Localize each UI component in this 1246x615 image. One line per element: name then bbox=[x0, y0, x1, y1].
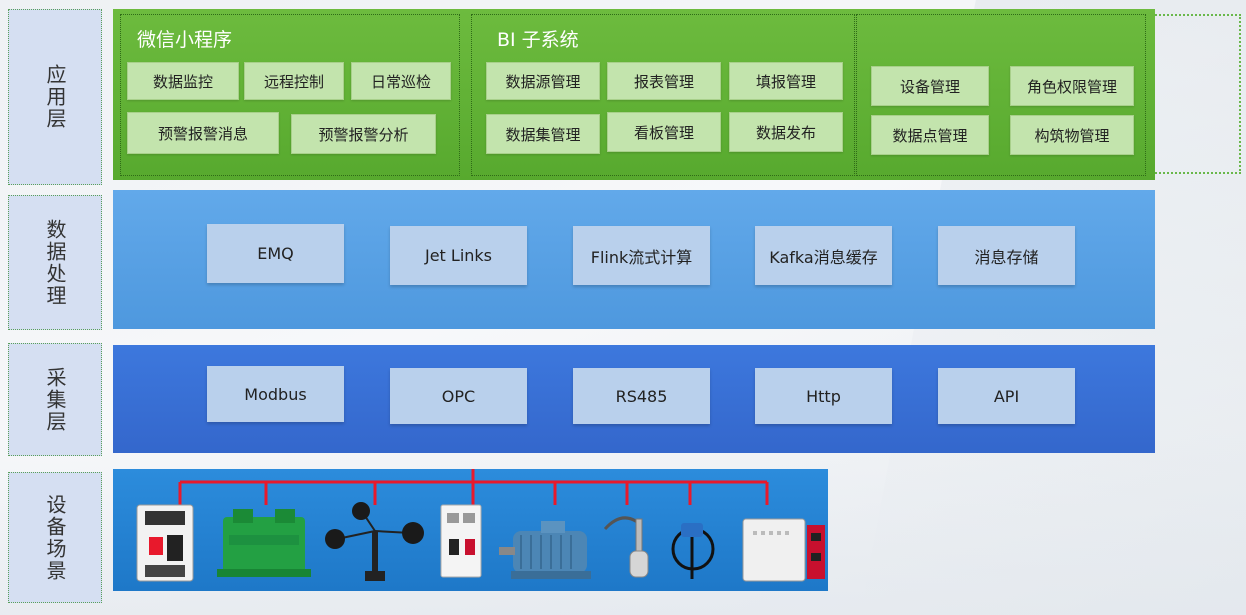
admin-item-datapoint: 数据点管理 bbox=[871, 115, 989, 155]
app-layer-dotted-extension bbox=[1155, 14, 1241, 174]
data-item-storage: 消息存储 bbox=[938, 226, 1075, 285]
app-item-alarm-analysis: 预警报警分析 bbox=[291, 114, 436, 154]
green-transmitter-icon bbox=[217, 509, 311, 577]
bi-item-datasource: 数据源管理 bbox=[486, 62, 600, 100]
motor-icon bbox=[499, 521, 591, 579]
app-item-daily-inspection: 日常巡检 bbox=[351, 62, 451, 100]
app-item-alarm-message: 预警报警消息 bbox=[127, 112, 279, 154]
layer-label-device: 设备场景 bbox=[8, 472, 102, 603]
app-layer-panel: 微信小程序 数据监控 远程控制 日常巡检 预警报警消息 预警报警分析 BI 子系… bbox=[113, 9, 1155, 180]
collect-layer-panel: Modbus OPC RS485 Http API bbox=[113, 345, 1155, 453]
app-item-data-monitor: 数据监控 bbox=[127, 62, 239, 100]
data-item-kafka: Kafka消息缓存 bbox=[755, 226, 892, 285]
float-switch-icon bbox=[603, 516, 649, 578]
layer-label-app: 应用层 bbox=[8, 9, 102, 185]
admin-group bbox=[856, 14, 1146, 176]
collect-item-api: API bbox=[938, 368, 1075, 424]
red-bus-lines bbox=[178, 469, 769, 505]
dc-breaker-icon bbox=[440, 504, 482, 578]
layer-label-data-text: 数据处理 bbox=[43, 218, 67, 307]
bi-group bbox=[471, 14, 855, 176]
bi-item-dashboard: 看板管理 bbox=[607, 112, 721, 152]
bi-item-dataset: 数据集管理 bbox=[486, 114, 600, 154]
wireless-gateway-icon bbox=[742, 518, 825, 582]
layer-label-app-text: 应用层 bbox=[43, 64, 67, 130]
admin-item-structure: 构筑物管理 bbox=[1010, 115, 1134, 155]
collect-item-rs485: RS485 bbox=[573, 368, 710, 424]
miniprogram-group bbox=[120, 14, 460, 176]
bi-item-fill: 填报管理 bbox=[729, 62, 843, 100]
layer-label-collect: 采集层 bbox=[8, 343, 102, 456]
collect-item-opc: OPC bbox=[390, 368, 527, 424]
bi-title: BI 子系统 bbox=[497, 29, 579, 51]
device-layer-panel bbox=[113, 469, 828, 591]
layer-label-collect-text: 采集层 bbox=[43, 366, 67, 433]
admin-item-device: 设备管理 bbox=[871, 66, 989, 106]
collect-item-modbus: Modbus bbox=[207, 366, 344, 422]
layer-label-data: 数据处理 bbox=[8, 195, 102, 330]
data-layer-panel: EMQ Jet Links Flink流式计算 Kafka消息缓存 消息存储 bbox=[113, 190, 1155, 329]
water-level-sensor-icon bbox=[671, 523, 715, 579]
data-item-emq: EMQ bbox=[207, 224, 344, 283]
data-item-flink: Flink流式计算 bbox=[573, 226, 710, 285]
admin-item-role: 角色权限管理 bbox=[1010, 66, 1134, 106]
data-item-jetlinks: Jet Links bbox=[390, 226, 527, 285]
miniprogram-title: 微信小程序 bbox=[137, 29, 233, 51]
anemometer-icon bbox=[325, 502, 424, 581]
circuit-breaker-icon bbox=[136, 504, 194, 582]
device-bus-diagram bbox=[136, 469, 825, 582]
app-item-remote-control: 远程控制 bbox=[244, 62, 344, 100]
bi-item-report: 报表管理 bbox=[607, 62, 721, 100]
bi-item-publish: 数据发布 bbox=[729, 112, 843, 152]
collect-item-http: Http bbox=[755, 368, 892, 424]
layer-label-device-text: 设备场景 bbox=[43, 493, 67, 582]
